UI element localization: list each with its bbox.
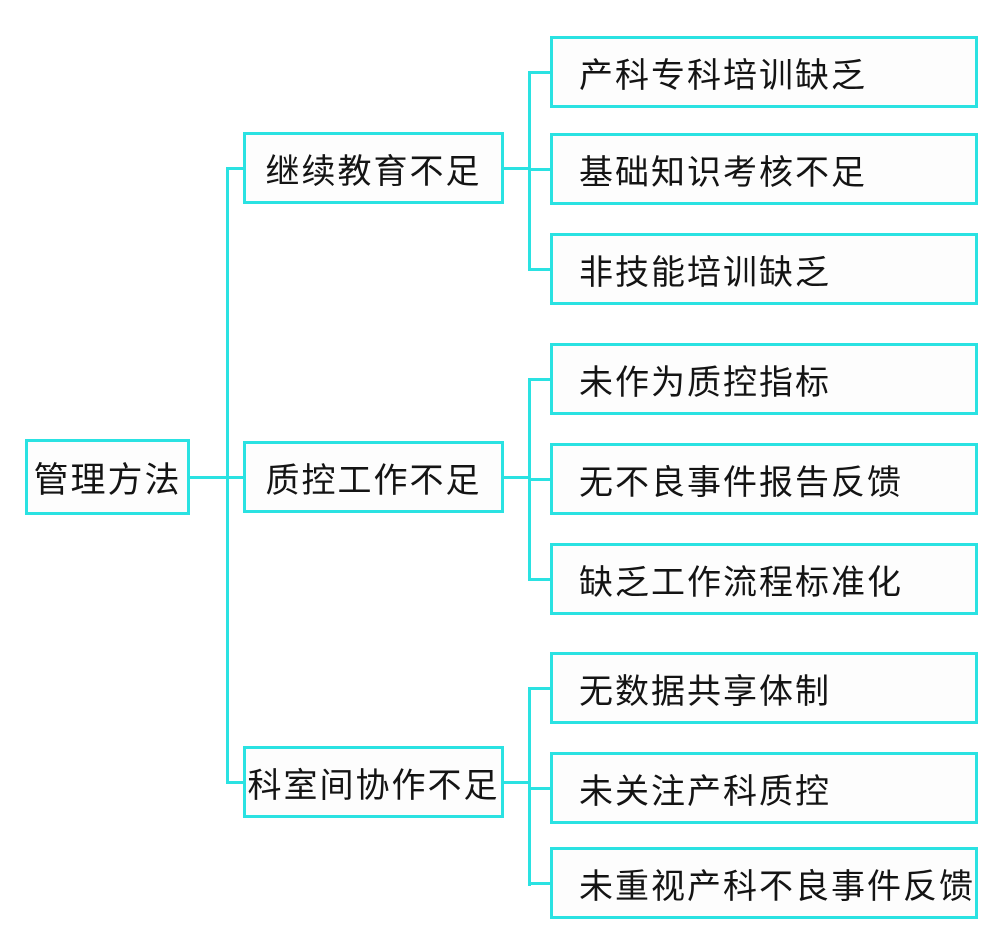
connector-stub-leaf-7 [528, 687, 550, 690]
connector-trunk-to-branch-3 [226, 781, 243, 784]
leaf-node: 未关注产科质控 [550, 752, 978, 824]
connector-stub-leaf-4 [528, 378, 550, 381]
connector-branch-2-to-group [504, 476, 530, 479]
branch-node-interdept-collaboration: 科室间协作不足 [243, 746, 504, 818]
branch-node-quality-control: 质控工作不足 [243, 441, 504, 513]
leaf-node: 基础知识考核不足 [550, 133, 978, 205]
branch-node-continuing-education: 继续教育不足 [243, 132, 504, 204]
leaf-node: 非技能培训缺乏 [550, 233, 978, 305]
connector-stub-leaf-5 [528, 478, 550, 481]
connector-stub-leaf-1 [528, 71, 550, 74]
connector-stub-leaf-9 [528, 882, 550, 885]
connector-trunk-to-branch-1 [226, 167, 243, 170]
leaf-node: 无数据共享体制 [550, 652, 978, 724]
connector-branch-3-to-group [504, 781, 530, 784]
connector-root-to-trunk [190, 476, 245, 479]
leaf-node: 未作为质控指标 [550, 343, 978, 415]
connector-stub-leaf-2 [528, 168, 550, 171]
root-node-management-methods: 管理方法 [25, 439, 190, 515]
leaf-node: 无不良事件报告反馈 [550, 443, 978, 515]
connector-group-1-vertical [528, 71, 531, 271]
leaf-node: 未重视产科不良事件反馈 [550, 847, 978, 919]
leaf-node: 产科专科培训缺乏 [550, 36, 978, 108]
connector-trunk-vertical [226, 167, 229, 784]
connector-stub-leaf-6 [528, 578, 550, 581]
connector-stub-leaf-8 [528, 787, 550, 790]
connector-stub-leaf-3 [528, 268, 550, 271]
connector-group-3-vertical [528, 687, 531, 886]
connector-branch-1-to-group [504, 167, 530, 170]
leaf-node: 缺乏工作流程标准化 [550, 543, 978, 615]
